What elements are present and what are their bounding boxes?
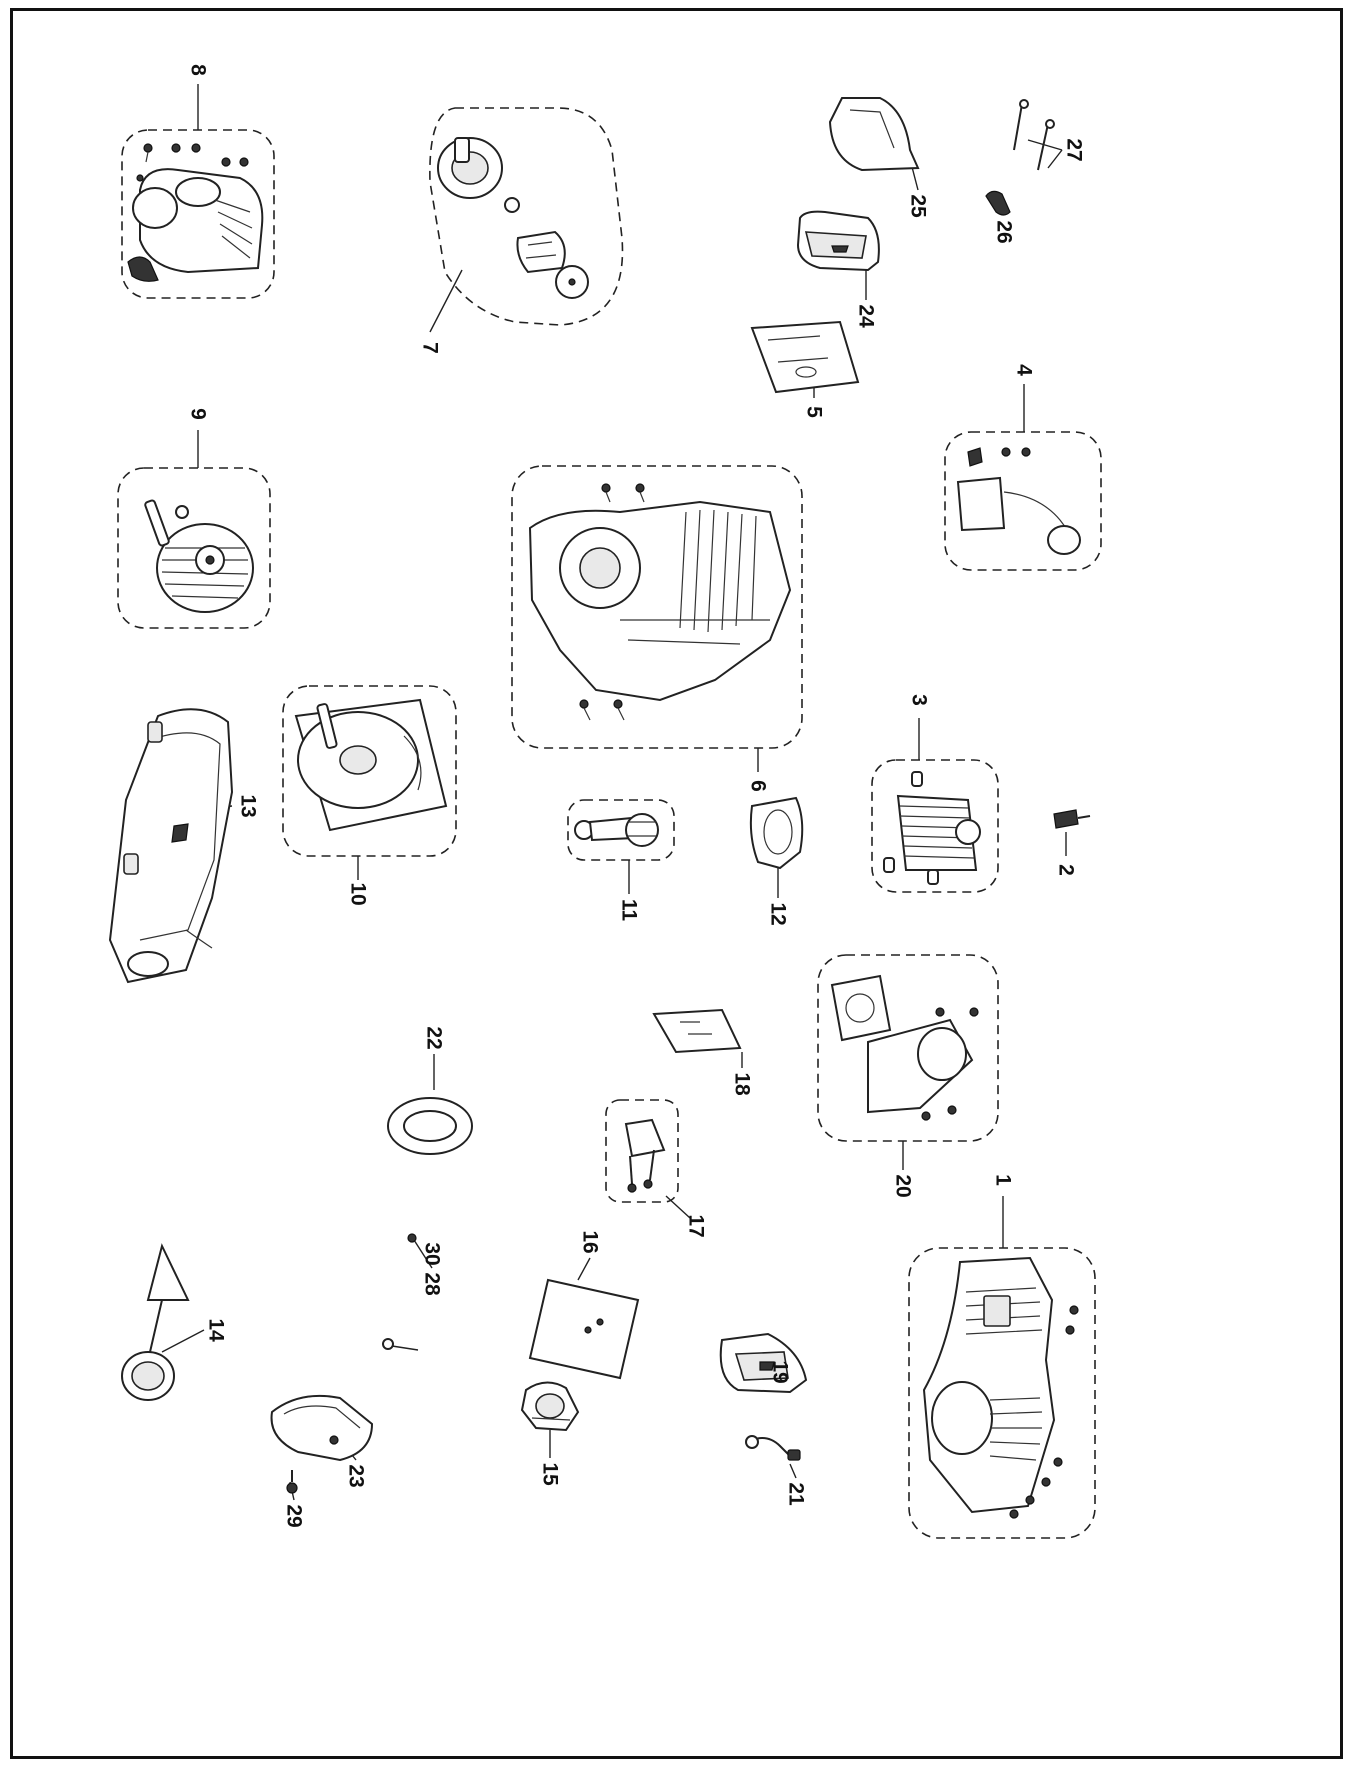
part-label-27: 27 [1063,138,1086,161]
part-29-screw [286,1470,298,1494]
part-label-10: 10 [347,882,370,905]
part-13-fuel-tank [108,708,234,984]
part-label-13: 13 [237,794,260,817]
part-label-3: 3 [908,694,931,706]
part-28-washer [382,1338,394,1350]
part-1-engine-shroud [922,1256,1079,1519]
leader-lines [161,84,1067,1501]
part-30-screw [407,1233,417,1243]
part-14-fuel-cap [121,1243,190,1401]
part-5-filter-plate [750,320,860,394]
part-label-2: 2 [1055,864,1078,876]
group-outline-11 [567,799,675,861]
part-3-cylinder [883,771,981,885]
part-label-29: 29 [283,1504,306,1527]
part-label-12: 12 [767,902,790,925]
part-label-8: 8 [187,64,210,76]
part-2-spark-plug [1053,809,1091,829]
part-label-6: 6 [747,780,770,792]
part-label-4: 4 [1013,364,1036,376]
part-label-9: 9 [187,408,210,420]
part-label-19: 19 [769,1360,792,1383]
part-17-intake [624,1118,666,1193]
part-8-starter-housing [127,143,264,282]
part-label-1: 1 [992,1174,1015,1186]
group-outline-7 [429,107,624,326]
group-outline-9 [117,467,271,629]
part-label-11: 11 [618,899,641,922]
group-outline-10 [282,685,457,857]
part-label-20: 20 [892,1174,915,1197]
part-label-28: 28 [421,1272,444,1296]
part-label-21: 21 [785,1482,808,1506]
part-label-25: 25 [907,194,930,218]
part-22-ring [387,1097,473,1155]
part-label-18: 18 [731,1072,754,1096]
part-label-24: 24 [855,304,878,328]
part-9-fan [144,499,254,613]
part-20-muffler [830,974,979,1121]
part-label-14: 14 [205,1318,228,1342]
part-23-cover [270,1394,374,1462]
part-label-15: 15 [539,1462,562,1486]
part-26-clip [985,190,1011,216]
part-10-case-half [294,698,448,832]
part-4-ignition-coil [956,447,1081,555]
part-18-gasket-plate [652,1008,742,1054]
group-outline-6 [511,465,803,749]
group-outline-17 [605,1099,679,1203]
group-outline-20 [817,954,999,1142]
part-label-23: 23 [345,1464,368,1487]
part-label-22: 22 [423,1026,446,1049]
part-15-carburetor [520,1381,580,1432]
part-21-switch-wire [745,1435,801,1461]
part-12-gasket [749,796,804,870]
diagram-frame [10,8,1343,1759]
part-label-17: 17 [685,1214,708,1237]
part-6-crankcase [528,483,792,721]
part-16-plate [528,1278,640,1380]
part-7-clutch-assembly [437,137,589,299]
part-27-pins [1013,99,1055,171]
part-25-air-filter-cover [828,97,920,172]
part-label-5: 5 [803,406,826,418]
part-label-7: 7 [419,342,442,354]
part-label-30: 30 [421,1242,444,1265]
group-outline-3 [871,759,999,893]
part-label-26: 26 [993,220,1016,243]
group-outline-1 [908,1247,1096,1539]
part-19-filter-base [719,1332,808,1394]
group-outline-4 [944,431,1102,571]
part-24-air-filter-housing [796,210,880,272]
part-11-piston-rod [574,813,659,847]
part-label-16: 16 [579,1230,602,1253]
